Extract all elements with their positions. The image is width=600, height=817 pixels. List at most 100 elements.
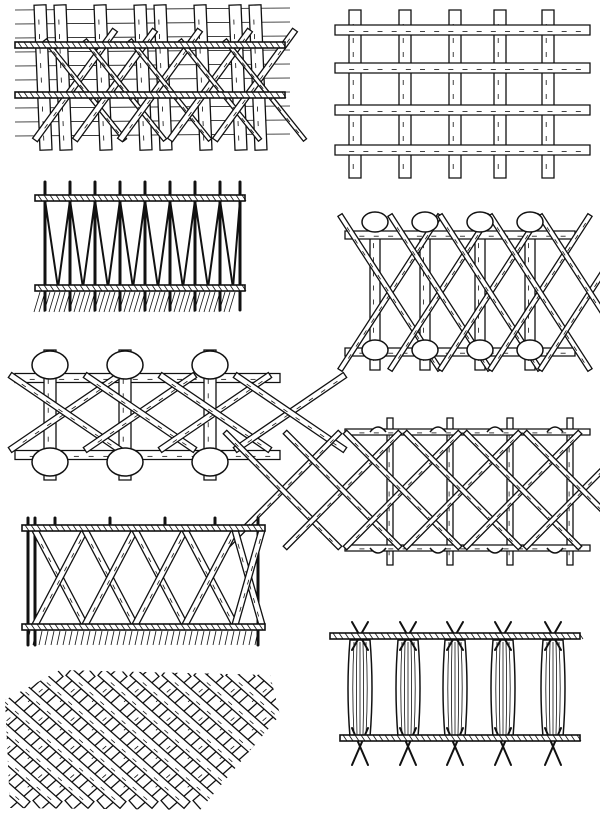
loop bbox=[516, 211, 544, 233]
loop bbox=[31, 350, 69, 380]
strand bbox=[537, 271, 600, 373]
strand bbox=[211, 27, 299, 143]
strand bbox=[133, 4, 153, 151]
reed bbox=[94, 199, 109, 289]
loop bbox=[516, 339, 544, 361]
fringe bbox=[194, 630, 199, 646]
fringe bbox=[110, 630, 115, 646]
loop bbox=[466, 339, 494, 361]
fringe bbox=[178, 291, 186, 313]
fringe bbox=[134, 630, 139, 646]
fringe bbox=[198, 291, 206, 313]
fringe bbox=[58, 291, 66, 313]
fringe bbox=[152, 630, 157, 646]
weave-panel-b bbox=[334, 9, 591, 179]
reed-bundle bbox=[395, 621, 421, 766]
fringe bbox=[123, 291, 131, 313]
fringe bbox=[113, 291, 121, 313]
strand bbox=[232, 371, 348, 454]
fringe bbox=[38, 630, 43, 646]
strand bbox=[228, 4, 248, 151]
fringe bbox=[164, 630, 169, 646]
fringe bbox=[163, 291, 171, 313]
fringe bbox=[158, 630, 163, 646]
fringe bbox=[223, 291, 231, 313]
strand bbox=[506, 417, 514, 566]
strand bbox=[82, 37, 168, 143]
reed bbox=[207, 199, 221, 289]
strand bbox=[448, 9, 462, 179]
strand bbox=[334, 104, 591, 116]
reed bbox=[232, 199, 241, 289]
fibre bbox=[14, 77, 291, 81]
reed bbox=[132, 199, 146, 289]
strand bbox=[177, 37, 263, 143]
fringe bbox=[92, 630, 97, 646]
fringe bbox=[236, 630, 241, 646]
fringe bbox=[26, 630, 31, 646]
loop bbox=[31, 447, 69, 477]
fringe bbox=[153, 291, 161, 313]
twined-rail bbox=[14, 91, 287, 99]
twined-rail bbox=[21, 623, 266, 631]
loop bbox=[361, 211, 389, 233]
fringe bbox=[168, 291, 176, 313]
fringe bbox=[133, 291, 141, 313]
fringe bbox=[128, 291, 136, 313]
reed bbox=[107, 199, 121, 289]
fringe bbox=[74, 630, 79, 646]
fringe bbox=[32, 630, 37, 646]
weave-panel-f bbox=[222, 417, 600, 566]
fringe bbox=[56, 630, 61, 646]
fringe bbox=[62, 630, 67, 646]
fringe bbox=[228, 291, 236, 313]
loop bbox=[411, 211, 439, 233]
fringe bbox=[203, 291, 211, 313]
twined-rail bbox=[329, 632, 584, 640]
tie bbox=[429, 547, 447, 554]
weave-panel-g bbox=[21, 516, 266, 647]
fringe bbox=[182, 630, 187, 646]
twined-rail bbox=[34, 284, 247, 292]
strand bbox=[166, 27, 254, 143]
reed-bundle bbox=[540, 621, 566, 766]
fringe bbox=[143, 291, 151, 313]
reed bbox=[219, 199, 234, 289]
strand bbox=[82, 371, 198, 454]
reed-bundle bbox=[490, 621, 516, 766]
reed bbox=[82, 199, 96, 289]
strand bbox=[5, 670, 95, 810]
fringe bbox=[230, 630, 235, 646]
fringe bbox=[98, 291, 106, 313]
fringe bbox=[83, 291, 91, 313]
loop bbox=[106, 447, 144, 477]
fringe bbox=[173, 291, 181, 313]
fringe bbox=[248, 630, 253, 646]
fringe bbox=[213, 291, 221, 313]
fringe bbox=[212, 630, 217, 646]
fringe bbox=[68, 630, 73, 646]
weave-panel-d bbox=[337, 211, 600, 373]
fringe bbox=[224, 630, 229, 646]
tie bbox=[369, 426, 387, 433]
strand bbox=[116, 27, 204, 143]
fringe bbox=[63, 291, 71, 313]
loop bbox=[361, 339, 389, 361]
fringe bbox=[93, 291, 101, 313]
tie bbox=[546, 426, 564, 433]
weave-panel-c bbox=[33, 180, 247, 313]
strand bbox=[5, 670, 127, 810]
reed bbox=[169, 199, 184, 289]
fringe bbox=[208, 291, 216, 313]
fringe bbox=[80, 630, 85, 646]
fringe bbox=[218, 630, 223, 646]
strand bbox=[334, 144, 591, 156]
fringe bbox=[158, 291, 166, 313]
reed bbox=[157, 199, 171, 289]
fringe bbox=[183, 291, 191, 313]
fringe bbox=[242, 630, 247, 646]
strand bbox=[157, 371, 273, 454]
reed bbox=[44, 199, 59, 289]
reed bbox=[144, 199, 159, 289]
